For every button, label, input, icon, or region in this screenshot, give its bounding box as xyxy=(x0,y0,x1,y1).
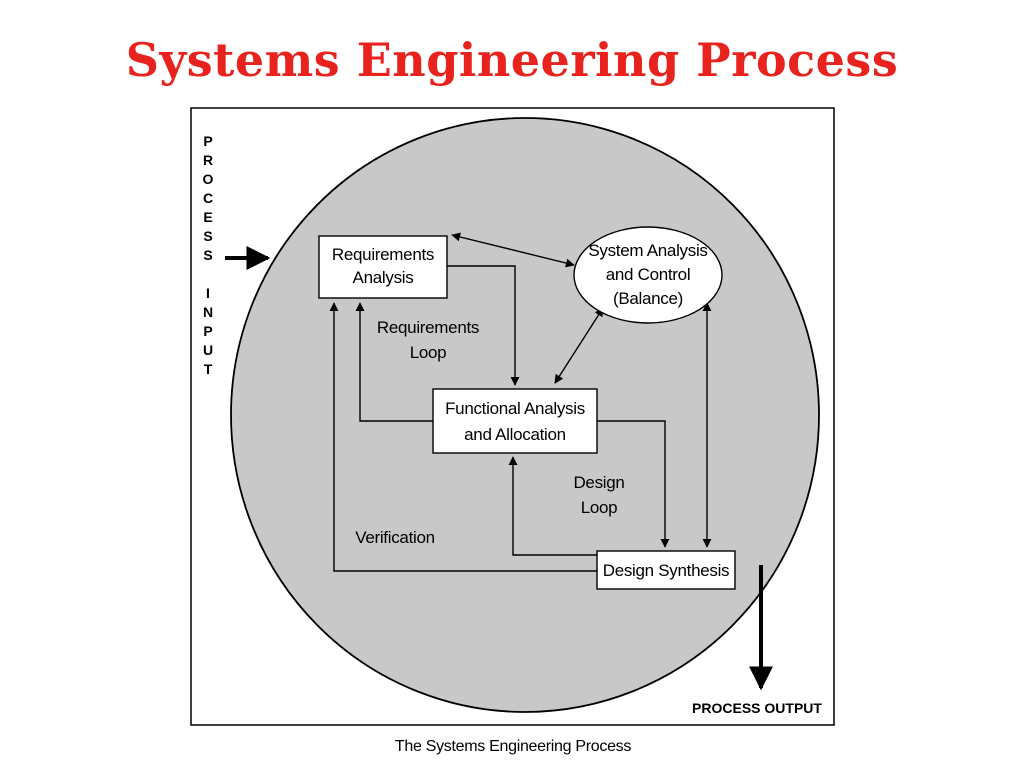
requirements-loop-arrow xyxy=(355,302,433,422)
svg-text:Requirements: Requirements xyxy=(332,245,434,264)
svg-text:C: C xyxy=(203,190,213,206)
svg-text:Loop: Loop xyxy=(581,498,618,517)
svg-text:Design: Design xyxy=(573,473,624,492)
svg-text:R: R xyxy=(203,152,213,168)
svg-text:E: E xyxy=(203,209,212,225)
svg-text:S: S xyxy=(203,247,212,263)
requirements-loop-label: Requirements Loop xyxy=(377,318,480,362)
svg-text:O: O xyxy=(203,171,214,187)
req-sys-arrow xyxy=(451,232,575,268)
figure-caption: The Systems Engineering Process xyxy=(395,738,631,755)
verification-label: Verification xyxy=(355,528,435,547)
svg-text:and Control: and Control xyxy=(606,265,691,284)
process-input-label: P R O C E S S I N P U T xyxy=(203,133,214,377)
svg-text:U: U xyxy=(203,342,213,358)
svg-text:S: S xyxy=(203,228,212,244)
slide-title: Systems Engineering Process xyxy=(125,33,899,87)
func-to-design-arrow xyxy=(597,420,670,548)
svg-text:Analysis: Analysis xyxy=(353,268,414,287)
requirements-analysis-box: Requirements Analysis xyxy=(318,235,448,299)
svg-text:P: P xyxy=(203,133,212,149)
svg-text:Design Synthesis: Design Synthesis xyxy=(603,561,730,580)
svg-text:System Analysis: System Analysis xyxy=(588,241,707,260)
system-analysis-control-ellipse: System Analysis and Control (Balance) xyxy=(573,226,723,324)
svg-text:T: T xyxy=(204,361,213,377)
design-loop-arrow xyxy=(508,456,597,556)
svg-text:and Allocation: and Allocation xyxy=(464,425,566,444)
svg-text:(Balance): (Balance) xyxy=(613,289,683,308)
verification-arrow xyxy=(329,302,597,572)
svg-text:Loop: Loop xyxy=(410,343,447,362)
svg-text:Functional Analysis: Functional Analysis xyxy=(445,399,585,418)
svg-text:I: I xyxy=(206,285,210,301)
svg-text:Requirements: Requirements xyxy=(377,318,479,337)
process-output-label: PROCESS OUTPUT xyxy=(692,700,822,716)
functional-analysis-box: Functional Analysis and Allocation xyxy=(432,388,598,454)
svg-text:N: N xyxy=(203,304,213,320)
design-loop-label: Design Loop xyxy=(573,473,624,517)
sys-func-arrow xyxy=(554,307,604,384)
svg-text:P: P xyxy=(203,323,212,339)
design-synthesis-box: Design Synthesis xyxy=(596,550,736,590)
